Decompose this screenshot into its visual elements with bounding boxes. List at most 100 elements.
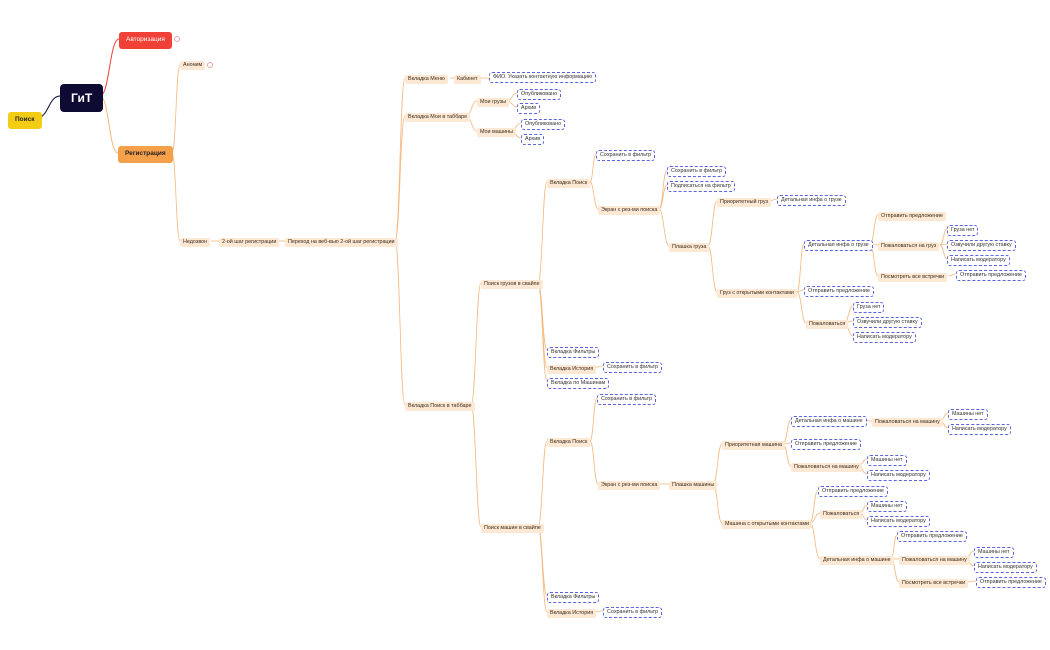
node-prio-truck[interactable]: Приоритетная машина [722, 441, 785, 451]
node-subscribe[interactable]: Подписаться на фильтр [667, 181, 735, 193]
node-detail-cargo-1[interactable]: Детальная инфа о грузе [777, 195, 846, 207]
node-send-offer-1[interactable]: Отправить предложение [878, 212, 946, 222]
node-anonim[interactable]: Аноним [180, 61, 206, 71]
node-save-filter-4[interactable]: Сохранить в фильтр [597, 394, 657, 406]
node-detail-truck-2[interactable]: Детальная инфа о машине [820, 556, 894, 566]
node-results-1[interactable]: Экран с рез-ми поиска [598, 206, 661, 216]
node-voiced-rate-1[interactable]: Озвучили другую ставку [947, 240, 1016, 252]
connector-line [589, 397, 598, 442]
node-history-tab-1[interactable]: Вкладка История [547, 365, 597, 375]
collapse-icon[interactable] [207, 62, 213, 68]
node-search-tab[interactable]: Вкладка Поиск в таббаре [405, 402, 475, 412]
node-save-filter-5[interactable]: Сохранить в фильтр [603, 607, 663, 619]
node-no-truck-1[interactable]: Машины нет [948, 409, 988, 421]
node-save-filter-1[interactable]: Сохранить в фильтр [596, 150, 656, 162]
node-write-mod-5[interactable]: Написать модератору [867, 516, 930, 528]
connector-line [394, 115, 406, 242]
node-results-2[interactable]: Экран с рез-ми поиска [598, 481, 661, 491]
connector-line [537, 440, 548, 528]
node-tab-search-1[interactable]: Вкладка Поиск [547, 179, 591, 189]
connector-line [947, 273, 957, 277]
connector-line [796, 243, 805, 293]
node-write-mod-4[interactable]: Написать модератору [867, 470, 930, 482]
connector-line [171, 152, 181, 242]
connector-line [171, 64, 181, 154]
node-send-offer-5[interactable]: Отправить предложение [818, 486, 888, 498]
node-complain-truck-2[interactable]: Пожаловаться на машину [791, 463, 862, 473]
node-menu-tab[interactable]: Вкладка Меню [405, 75, 448, 85]
node-complain-truck-3[interactable]: Пожаловаться на машину [899, 556, 970, 566]
root-node[interactable]: ГиТ [60, 84, 104, 112]
node-detail-truck-1[interactable]: Детальная инфа о машине [791, 416, 867, 428]
node-no-truck-3[interactable]: Машины нет [867, 501, 907, 513]
node-send-offer-3[interactable]: Отправить предложение [804, 286, 874, 298]
node-write-mod-6[interactable]: Написать модератору [974, 562, 1037, 574]
node-no-truck-2[interactable]: Машины нет [867, 455, 907, 467]
node-complain-1[interactable]: Пожаловаться [806, 320, 849, 330]
connector-line [394, 240, 406, 406]
node-save-filter-3[interactable]: Сохранить в фильтр [603, 362, 663, 374]
node-send-offer-2[interactable]: Отправить предложение [956, 270, 1026, 282]
registration-node[interactable]: Регистрация [118, 146, 173, 163]
node-cargo-card[interactable]: Плашка груза [669, 243, 710, 253]
connector-line [796, 289, 805, 293]
node-see-all-1[interactable]: Посмотреть все встречки [878, 273, 948, 283]
node-cabinet[interactable]: Кабинет [454, 75, 481, 85]
connector-line [589, 440, 599, 485]
connector-line [809, 489, 819, 524]
node-write-mod-1[interactable]: Написать модератору [947, 255, 1010, 267]
node-fio[interactable]: ФИО. Указать контактную информацию [489, 72, 597, 84]
node-nedozvon[interactable]: Недозвон [180, 238, 211, 248]
node-my-cargo[interactable]: Мои грузы [477, 98, 510, 108]
node-my-trucks[interactable]: Мои машины [477, 128, 516, 138]
node-tab-search-2[interactable]: Вкладка Поиск [547, 438, 591, 448]
connector-line [537, 526, 548, 613]
node-filters-tab-2[interactable]: Вкладка Фильтры [547, 592, 600, 604]
node-voiced-rate-2[interactable]: Озвучили другую ставку [853, 317, 922, 329]
node-cargo-swipe[interactable]: Поиск грузов в свайпе [481, 280, 543, 290]
node-step2[interactable]: 2-ой шаг регистрации [219, 238, 280, 248]
connector-line [537, 282, 548, 382]
connector-line [712, 443, 723, 485]
collapse-icon[interactable] [174, 36, 180, 42]
connector-line [658, 169, 668, 210]
node-save-filter-2[interactable]: Сохранить в фильтр [667, 166, 727, 178]
connector-line [394, 77, 406, 242]
node-published-2[interactable]: Опубликовано [521, 119, 566, 131]
node-send-offer-4[interactable]: Отправить предложение [791, 439, 861, 451]
node-published-1[interactable]: Опубликовано [517, 89, 562, 101]
node-open-cargo[interactable]: Груз с открытыми контактами [717, 289, 797, 299]
node-complain-2[interactable]: Пожаловаться [820, 510, 863, 520]
connector-line [782, 419, 792, 445]
node-complain-truck-1[interactable]: Пожаловаться на машину [872, 418, 943, 428]
node-mine-tab[interactable]: Вкладка Мои в таббаре [405, 113, 471, 123]
node-step2-webview[interactable]: Переход на веб-вью 2-ой шаг регистрации [285, 238, 398, 248]
node-write-mod-2[interactable]: Написать модератору [853, 332, 916, 344]
node-send-offer-6[interactable]: Отправить предложение [897, 531, 967, 543]
node-complain-cargo[interactable]: Пожаловаться на груз [878, 242, 940, 252]
node-truck-card[interactable]: Плашка машины [669, 481, 718, 491]
node-truck-swipe[interactable]: Поиск машин в свайпе [481, 524, 544, 534]
node-write-mod-3[interactable]: Написать модератору [948, 424, 1011, 436]
node-no-cargo-1[interactable]: Груза нет [947, 225, 979, 237]
connector-line [707, 245, 718, 293]
node-no-cargo-2[interactable]: Груза нет [853, 302, 885, 314]
search-node[interactable]: Поиск [8, 112, 42, 129]
connector-line [939, 244, 948, 260]
node-send-offer-7[interactable]: Отправить предложение [976, 577, 1046, 589]
connector-line [537, 181, 548, 284]
node-no-truck-4[interactable]: Машины нет [974, 547, 1014, 559]
connector-line [537, 526, 548, 597]
auth-node[interactable]: Авторизация [119, 32, 172, 49]
connector-line [589, 153, 597, 183]
node-trucks-tab[interactable]: Вкладка по Машинам [547, 378, 610, 390]
connector-line [796, 291, 807, 324]
node-archive-1[interactable]: Архив [517, 103, 541, 115]
node-open-truck[interactable]: Машина с открытыми контактами [722, 520, 813, 530]
node-prio-cargo[interactable]: Приоритетный груз [717, 198, 772, 208]
node-history-tab-2[interactable]: Вкладка История [547, 609, 597, 619]
node-see-all-2[interactable]: Посмотреть все встречки [899, 579, 969, 589]
node-detail-cargo-2[interactable]: Детальная инфа о грузе [804, 240, 873, 252]
node-archive-2[interactable]: Архив [521, 134, 545, 146]
node-filters-tab-1[interactable]: Вкладка Фильтры [547, 347, 600, 359]
